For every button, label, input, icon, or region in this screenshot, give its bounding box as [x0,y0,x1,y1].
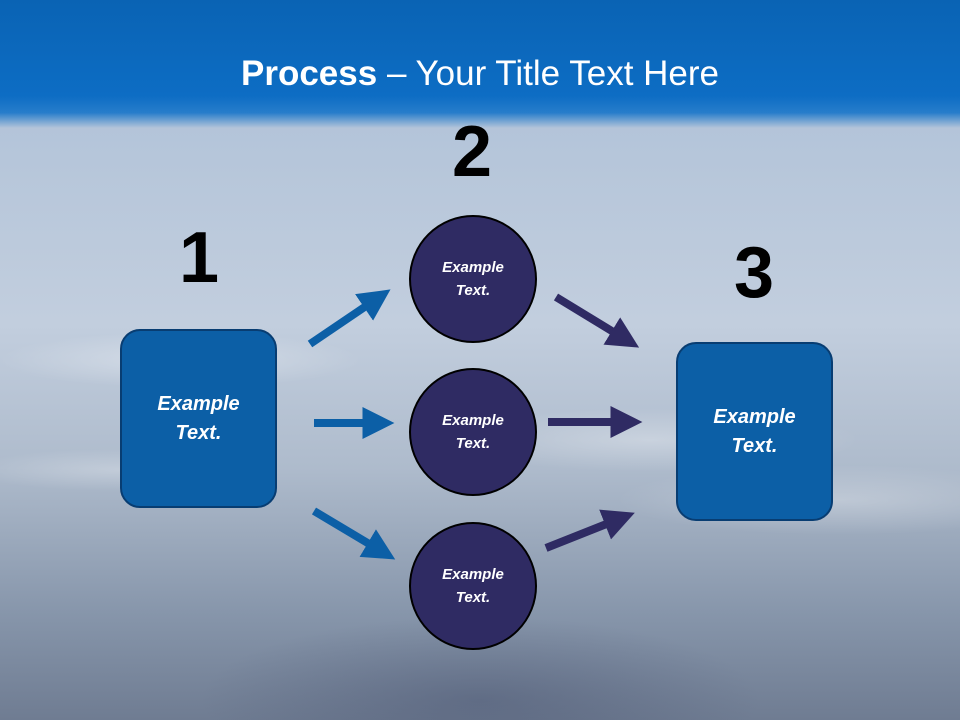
slide-title: Process – Your Title Text Here [0,52,960,96]
step-number-1: 1 [178,218,220,298]
title-bold: Process [241,54,378,93]
arrow-1-to-top [307,289,391,348]
step-number-2: 2 [451,112,493,192]
circle-middle-text: Example Text. [442,412,504,452]
arrow-top-to-3 [553,293,640,348]
step-2-circle-bottom: Example Text. [409,522,537,650]
title-band [0,0,960,128]
arrow-bottom-to-3 [544,509,635,552]
step-2-circle-top: Example Text. [409,215,537,343]
step-number-3: 3 [733,233,775,313]
step-2-circle-middle: Example Text. [409,368,537,496]
circle-top-text: Example Text. [442,259,504,299]
circle-bottom-text: Example Text. [442,566,504,606]
step-1-text: Example Text. [157,392,240,444]
step-1-box: Example Text. [120,329,277,508]
step-3-text: Example Text. [713,405,796,457]
arrow-1-to-bottom [311,507,396,560]
step-3-box: Example Text. [676,342,833,521]
title-rest: – Your Title Text Here [377,54,719,93]
